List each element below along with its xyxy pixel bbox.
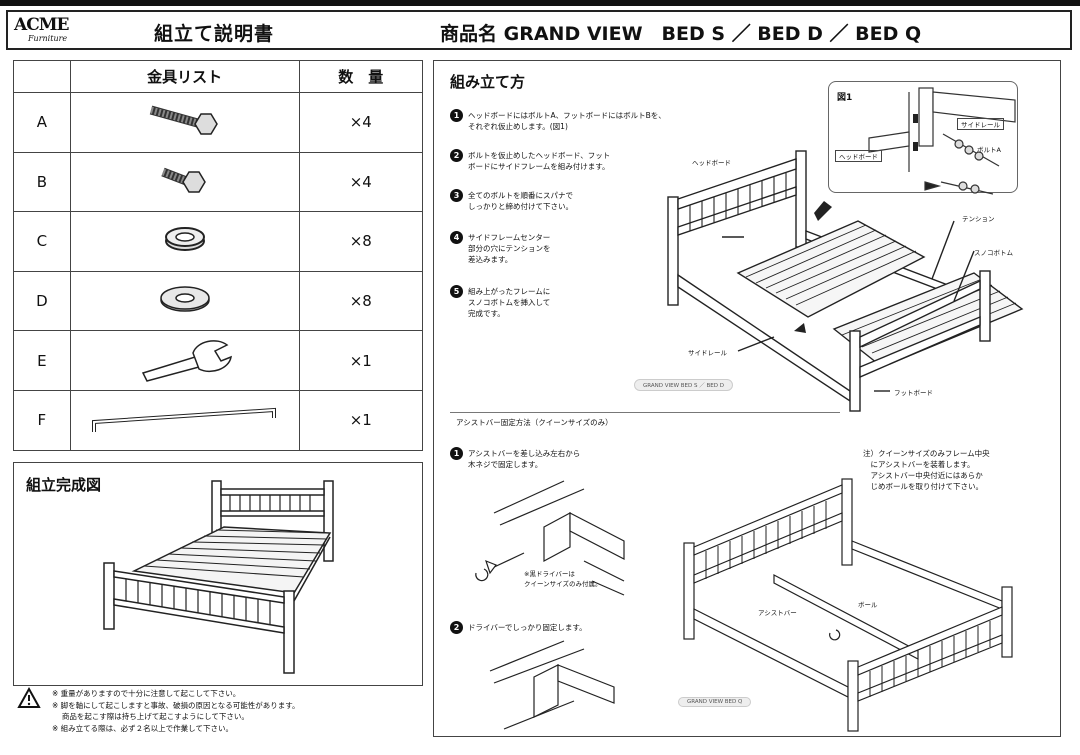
step-text: 全てのボルトを順番にスパナで しっかりと締め付けて下さい。 bbox=[468, 191, 573, 211]
assist-step-1: 1 アシストバーを差し込み左右から 木ネジで固定します。 bbox=[450, 447, 650, 473]
table-row: C ×8 bbox=[13, 211, 424, 272]
short-bolt-icon bbox=[69, 151, 300, 213]
step-number: 2 bbox=[450, 149, 463, 162]
row-quantity: ×1 bbox=[298, 389, 424, 451]
tension-label: テンション bbox=[962, 215, 995, 223]
parts-table: 金具リスト 数 量 A ×4 B ×4 C bbox=[13, 60, 424, 451]
assembly-title: 組み立て方 bbox=[450, 73, 526, 91]
warning-line: ※ 組み立てる際は、必ず２名以上で作業して下さい。 bbox=[52, 723, 233, 733]
step-number: 2 bbox=[450, 621, 463, 634]
ball-label: ボール bbox=[858, 601, 878, 609]
step-text: サイドフレームセンター 部分の穴にテンションを 差込みます。 bbox=[468, 233, 551, 264]
assist-bar-icon bbox=[69, 389, 300, 451]
flat-washer-icon bbox=[69, 270, 300, 332]
assembly-step-1: 1 ヘッドボードにはボルトA、フットボードにはボルトBを、 それぞれ仮止めします… bbox=[450, 109, 750, 135]
figure-1-bolt-detail bbox=[868, 87, 1016, 195]
table-row: D ×8 bbox=[13, 270, 424, 332]
section-divider bbox=[450, 412, 840, 413]
row-quantity: ×1 bbox=[298, 330, 424, 391]
table-row: F ×1 bbox=[13, 389, 424, 451]
headboard-label: ヘッドボード bbox=[692, 159, 731, 167]
logo-main-text: ACME bbox=[14, 15, 69, 35]
figure-1-bolt-a-label: ボルトA bbox=[977, 146, 1001, 154]
assist-bar-label: アシストバー bbox=[758, 609, 797, 617]
model-q-badge: GRAND VIEW BED Q bbox=[678, 697, 752, 707]
figure-1-box: 図1 サイドレール ヘッドボード ボルトA bbox=[828, 81, 1018, 195]
assist-step-2: 2 ドライバーでしっかり固定します。 bbox=[450, 621, 650, 637]
header: ACME Furniture 組立て説明書 商品名 GRAND VIEW BED… bbox=[6, 10, 1072, 50]
assembly-step-2: 2 ボルトを仮止めしたヘッドボード、フット ボードにサイドフレームを組み付けます… bbox=[450, 149, 680, 175]
top-border-bar bbox=[0, 0, 1080, 6]
step-text: ドライバーでしっかり固定します。 bbox=[468, 623, 587, 632]
warning-line: 商品を起こす際は持ち上げて起こすようにして下さい。 bbox=[52, 712, 249, 721]
row-letter: B bbox=[13, 151, 71, 213]
assist-bar-detail-illustration bbox=[475, 478, 1013, 732]
completed-bed-illustration bbox=[103, 480, 334, 674]
row-letter: D bbox=[13, 270, 71, 332]
spring-washer-icon bbox=[69, 211, 300, 272]
warning-line: ※ 脚を軸にして起こしますと事故、破損の原因となる可能性があります。 bbox=[52, 700, 300, 710]
document-title: 組立て説明書 bbox=[154, 23, 275, 45]
figure-1-headboard-label: ヘッドボード bbox=[835, 150, 882, 162]
row-quantity: ×4 bbox=[298, 92, 424, 153]
assembly-step-5: 5 組み上がったフレームに スノコボトムを挿入して 完成です。 bbox=[450, 285, 640, 323]
header-letter bbox=[13, 60, 71, 93]
row-quantity: ×4 bbox=[298, 151, 424, 213]
step-text: 組み上がったフレームに スノコボトムを挿入して 完成です。 bbox=[468, 287, 551, 318]
row-letter: C bbox=[13, 211, 71, 272]
row-quantity: ×8 bbox=[298, 211, 424, 272]
step-number: 5 bbox=[450, 285, 463, 298]
row-letter: F bbox=[13, 389, 71, 451]
acme-logo: ACME Furniture bbox=[14, 15, 72, 47]
assist-section-title: アシストバー固定方法（クイーンサイズのみ） bbox=[456, 418, 613, 427]
assembly-panel: 組み立て方 1 ヘッドボードにはボルトA、フットボードにはボルトBを、 それぞれ… bbox=[433, 60, 1061, 737]
table-row: A ×4 bbox=[13, 92, 424, 153]
row-letter: A bbox=[13, 92, 71, 153]
row-letter: E bbox=[13, 330, 71, 391]
queen-size-note: 注）クイーンサイズのみフレーム中央 にアシストバーを装着します。 アシストバー中… bbox=[863, 449, 990, 491]
assembly-step-3: 3 全てのボルトを順番にスパナで しっかりと締め付けて下さい。 bbox=[450, 189, 650, 215]
step-text: アシストバーを差し込み左右から 木ネジで固定します。 bbox=[468, 449, 581, 469]
parts-table-header: 金具リスト 数 量 bbox=[13, 60, 424, 93]
warning-lines: ※ 重量がありますので十分に注意して起こして下さい。 ※ 脚を軸にして起こします… bbox=[52, 688, 418, 734]
step-number: 1 bbox=[450, 109, 463, 122]
header-quantity: 数 量 bbox=[298, 60, 424, 93]
long-bolt-icon bbox=[69, 92, 300, 153]
header-parts-list: 金具リスト bbox=[69, 60, 300, 93]
figure-1-side-rail-label: サイドレール bbox=[957, 118, 1004, 130]
table-row: E ×1 bbox=[13, 330, 424, 391]
step-number: 4 bbox=[450, 231, 463, 244]
assembly-step-4: 4 サイドフレームセンター 部分の穴にテンションを 差込みます。 bbox=[450, 231, 640, 269]
step-text: ボルトを仮止めしたヘッドボード、フット ボードにサイドフレームを組み付けます。 bbox=[468, 151, 611, 171]
step-number: 3 bbox=[450, 189, 463, 202]
completed-figure-box: 組立完成図 bbox=[13, 462, 423, 686]
table-row: B ×4 bbox=[13, 151, 424, 213]
side-rail-label: サイドレール bbox=[688, 349, 727, 357]
logo-sub-text: Furniture bbox=[28, 34, 68, 43]
footboard-label: フットボード bbox=[894, 389, 933, 397]
row-quantity: ×8 bbox=[298, 270, 424, 332]
driver-note: ※黒ドライバーは クイーンサイズのみ付属。 bbox=[524, 570, 602, 588]
slats-label: スノコボトム bbox=[974, 249, 1013, 257]
model-sd-badge: GRAND VIEW BED S ／ BED D bbox=[634, 379, 733, 391]
warning-line: ※ 重量がありますので十分に注意して起こして下さい。 bbox=[52, 689, 241, 698]
bed-assembly-diagram bbox=[667, 150, 1024, 412]
warning-triangle-icon bbox=[17, 686, 41, 708]
wrench-icon bbox=[69, 330, 300, 391]
product-title: 商品名 GRAND VIEW BED S ／ BED D ／ BED Q bbox=[440, 23, 922, 45]
step-number: 1 bbox=[450, 447, 463, 460]
completed-figure-title: 組立完成図 bbox=[26, 476, 102, 494]
step-text: ヘッドボードにはボルトA、フットボードにはボルトBを、 それぞれ仮止めします。(… bbox=[468, 111, 666, 131]
figure-1-title: 図1 bbox=[837, 93, 853, 103]
